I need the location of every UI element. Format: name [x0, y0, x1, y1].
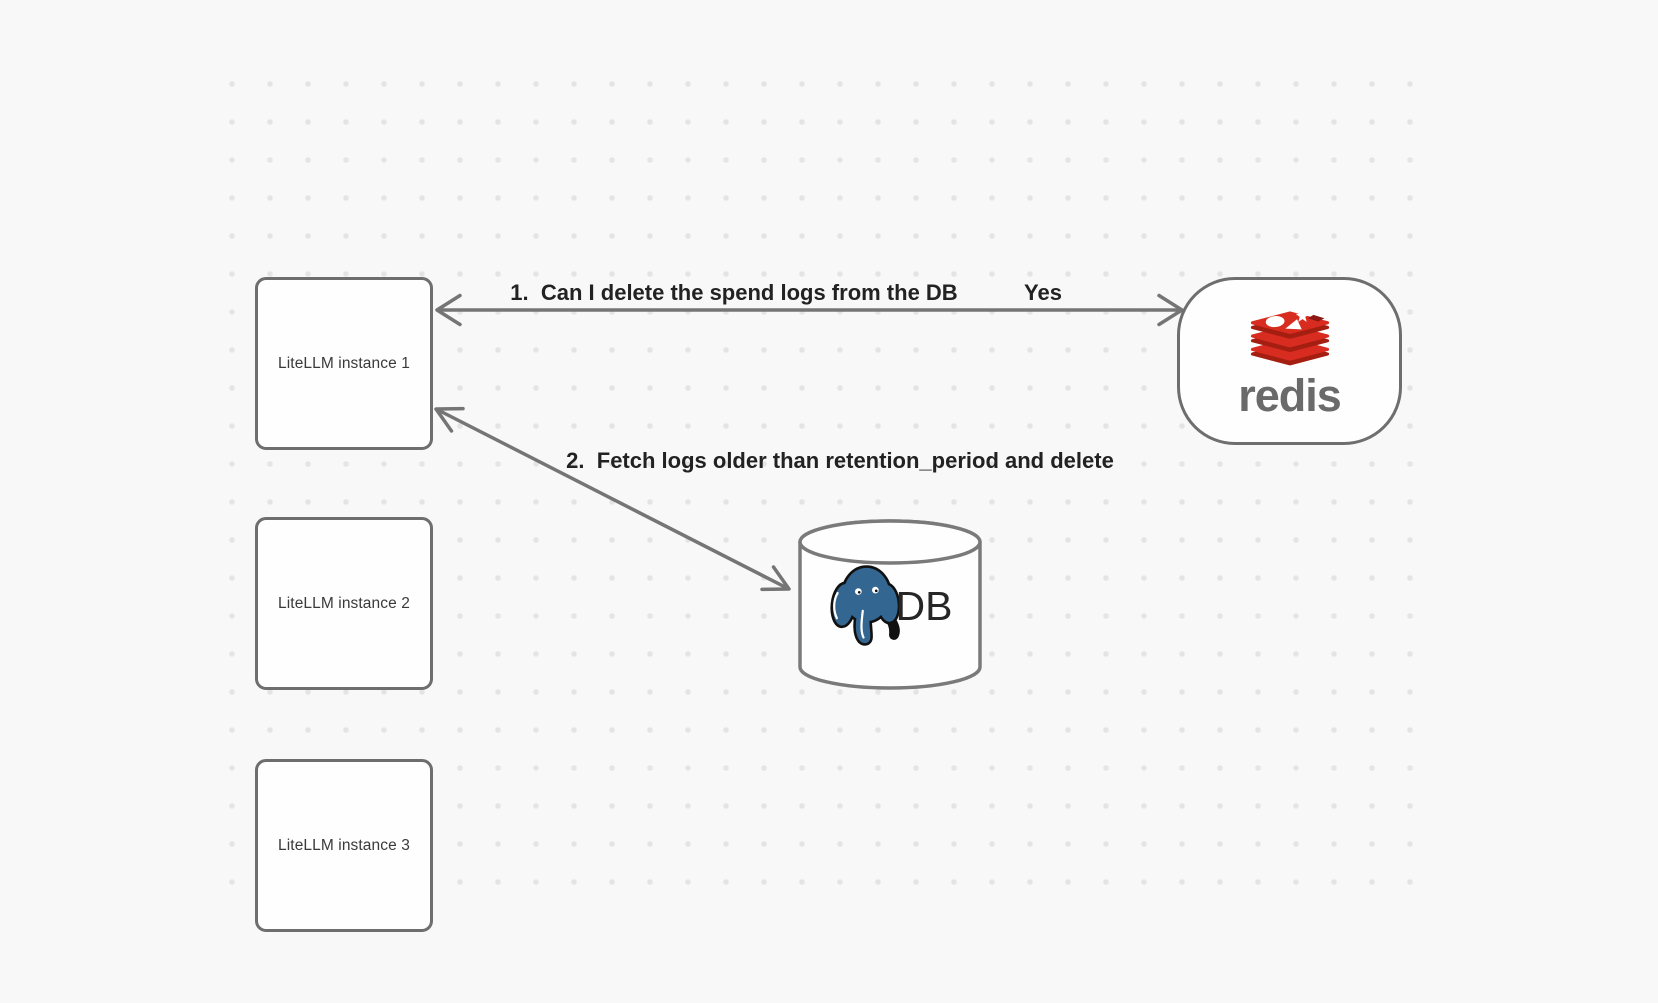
- litellm-instance-2-label: LiteLLM instance 2: [278, 594, 410, 612]
- redis-node: redis: [1177, 277, 1402, 445]
- arrow-1-question-label: 1. Can I delete the spend logs from the …: [510, 280, 958, 305]
- redis-logo-icon: [1250, 308, 1329, 365]
- db-node-content: DB: [798, 556, 982, 656]
- arrow-2-label: 2. Fetch logs older than retention_perio…: [566, 448, 1114, 473]
- litellm-instance-3-label: LiteLLM instance 3: [278, 836, 410, 854]
- postgres-elephant-icon: [829, 565, 900, 646]
- litellm-instance-2-node: LiteLLM instance 2: [255, 517, 433, 690]
- db-label: DB: [895, 582, 953, 629]
- litellm-instance-3-node: LiteLLM instance 3: [255, 759, 433, 932]
- redis-wordmark: redis: [1238, 369, 1342, 421]
- litellm-instance-1-label: LiteLLM instance 1: [278, 354, 410, 372]
- litellm-instance-1-node: LiteLLM instance 1: [255, 277, 433, 450]
- arrow-1-answer-label: Yes: [1024, 280, 1062, 305]
